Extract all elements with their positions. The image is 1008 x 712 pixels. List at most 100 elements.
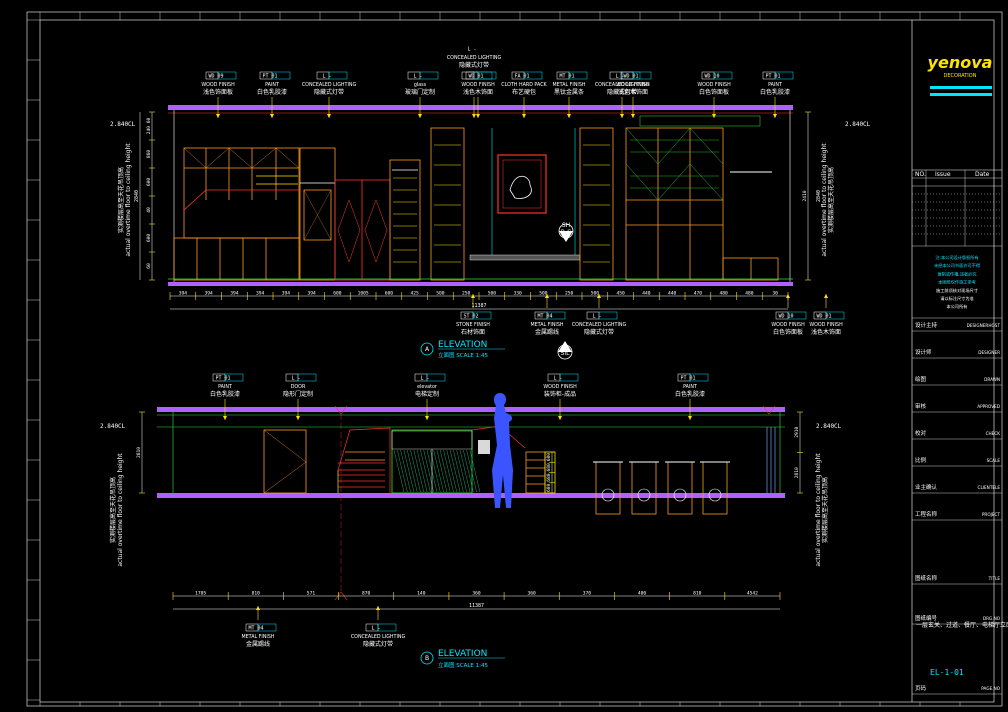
callout-en: CLOTH HARD PACK: [501, 82, 547, 88]
title-row-label-en: PAGE.NO: [981, 686, 1000, 691]
shelf-cabinet-right-a: [579, 127, 614, 281]
callout-arrow: [773, 114, 777, 118]
section-marker-top: SH: [562, 222, 570, 229]
person-silhouette: [478, 393, 513, 508]
level-tag-b-right: 2.840CL: [816, 423, 842, 430]
callout-arrow: [216, 114, 220, 118]
drawing-title-value: 一层玄关、过道、餐厅、电梯厅立面图: [916, 621, 1008, 629]
brand-logo: yenova DECORATION: [928, 53, 992, 96]
side-label-en-a-right: actual overtime floor to ceiling height: [821, 143, 828, 257]
callout-code: PT 01: [765, 74, 780, 80]
hatch-line: [406, 449, 418, 493]
callout-cn: 隐藏式灯带: [607, 88, 637, 96]
callout-code: MT 04: [537, 314, 552, 320]
title-note: 施工前须核对现场尺寸: [936, 287, 978, 294]
shelf-cabinet-left-a: [430, 127, 465, 281]
dim-value: 810: [693, 591, 702, 597]
dim-value: 600: [333, 291, 342, 297]
vdim-value: 2810: [136, 447, 142, 458]
dim-value: 30: [772, 291, 778, 297]
dim-value: 360: [472, 591, 481, 597]
callout-arrow: [256, 606, 260, 610]
callout-arrow: [824, 294, 828, 298]
callout-en: METAL FINISH: [552, 82, 585, 88]
hatch-line: [463, 449, 474, 493]
title-row-label: 工程名称: [915, 510, 938, 518]
callout-en: STONE FINISH: [456, 322, 490, 328]
dim-value: 394: [256, 291, 265, 297]
callout-en: PAINT: [768, 82, 782, 88]
hatch-line: [466, 449, 477, 493]
callout-en: CONCEALED LIGHTING: [351, 634, 406, 640]
callout-cn: 白色乳胶漆: [675, 390, 705, 398]
callout-en: glass: [414, 82, 427, 88]
dim-value: 370: [583, 591, 592, 597]
hatch-line: [439, 449, 451, 493]
title-block: yenova DECORATION NO. Issue Date 注:本公司设计…: [912, 53, 1008, 695]
callout-en: CONCEALED LIGHTING: [595, 82, 650, 88]
callout-en: DOOR: [291, 384, 306, 390]
elevation-a-title: A ELEVATION 立面图 SCALE 1:45: [420, 340, 505, 359]
dim-value: 140: [417, 591, 426, 597]
hatch-line: [469, 449, 481, 493]
callout-en: METAL FINISH: [241, 634, 274, 640]
dim-value: 870: [362, 591, 371, 597]
right-cabinet-a: [625, 115, 779, 281]
callout-code: L -: [413, 74, 422, 80]
callout-code: PT 01: [680, 376, 695, 382]
dim-value: 480: [745, 291, 754, 297]
dim-value: 250: [565, 291, 574, 297]
scroll-medallion: [637, 488, 651, 502]
callout-cn: 隐藏式灯带: [363, 640, 393, 648]
hatch-line: [410, 449, 421, 493]
callout-cn: 浅色饰面板: [203, 88, 233, 96]
vdim-value: 2810: [794, 467, 800, 478]
title-note: 未经本公司书面许可不得: [934, 262, 980, 269]
callout-code: PT 01: [262, 74, 277, 80]
scroll-medallion: [708, 488, 722, 502]
callout-arrow: [476, 114, 480, 118]
elevation-b-marker: B: [425, 655, 429, 662]
callout-cn: 浅色木饰面: [618, 88, 648, 96]
hatch-line: [420, 449, 431, 493]
feature-wall-a: [469, 128, 581, 261]
title-row-label-en: SCALE: [987, 458, 1001, 463]
dim-value: 600: [385, 291, 394, 297]
callout-en: PAINT: [683, 384, 697, 390]
dim-value: 500: [436, 291, 445, 297]
stair-b: [337, 427, 391, 493]
callout-arrow: [688, 416, 692, 420]
vdim-value: 2910: [794, 426, 800, 437]
callout-en: WOOD FINISH: [809, 322, 843, 328]
callout-code: WD 01: [468, 74, 483, 80]
curtain-b: [766, 427, 776, 493]
overall-height-a: 2840: [134, 190, 140, 202]
callout-arrow: [620, 114, 624, 118]
callout-arrow: [296, 416, 300, 420]
callout-code: WD 10: [778, 314, 793, 320]
callout-cn: 白色饰面板: [699, 88, 729, 96]
hatch-line: [443, 449, 454, 493]
callout-arrow: [558, 416, 562, 420]
hatch-line: [459, 449, 471, 493]
side-label-en-a: actual overtime floor to ceiling height: [125, 143, 132, 257]
callout-code: L -: [371, 626, 380, 632]
title-row-label-en: CLIENTELE: [978, 485, 1001, 490]
dim-value: 500: [539, 291, 548, 297]
hidden-door-b: [263, 429, 307, 494]
level-tag-a-right: 2.840CL: [845, 121, 871, 128]
title-row-label: 校对: [915, 429, 927, 437]
hatch-line: [433, 449, 444, 493]
callout-code: WD 01: [816, 314, 831, 320]
side-label-cn-b-right: 实测楼层高至天花吊顶高: [821, 477, 829, 543]
dim-value: 450: [616, 291, 625, 297]
side-label-cn-b: 实测楼层高至天花吊顶高: [109, 477, 117, 543]
scroll-frame: [595, 461, 621, 515]
callout-code: WD 10: [704, 74, 719, 80]
callout-arrow: [471, 294, 475, 298]
